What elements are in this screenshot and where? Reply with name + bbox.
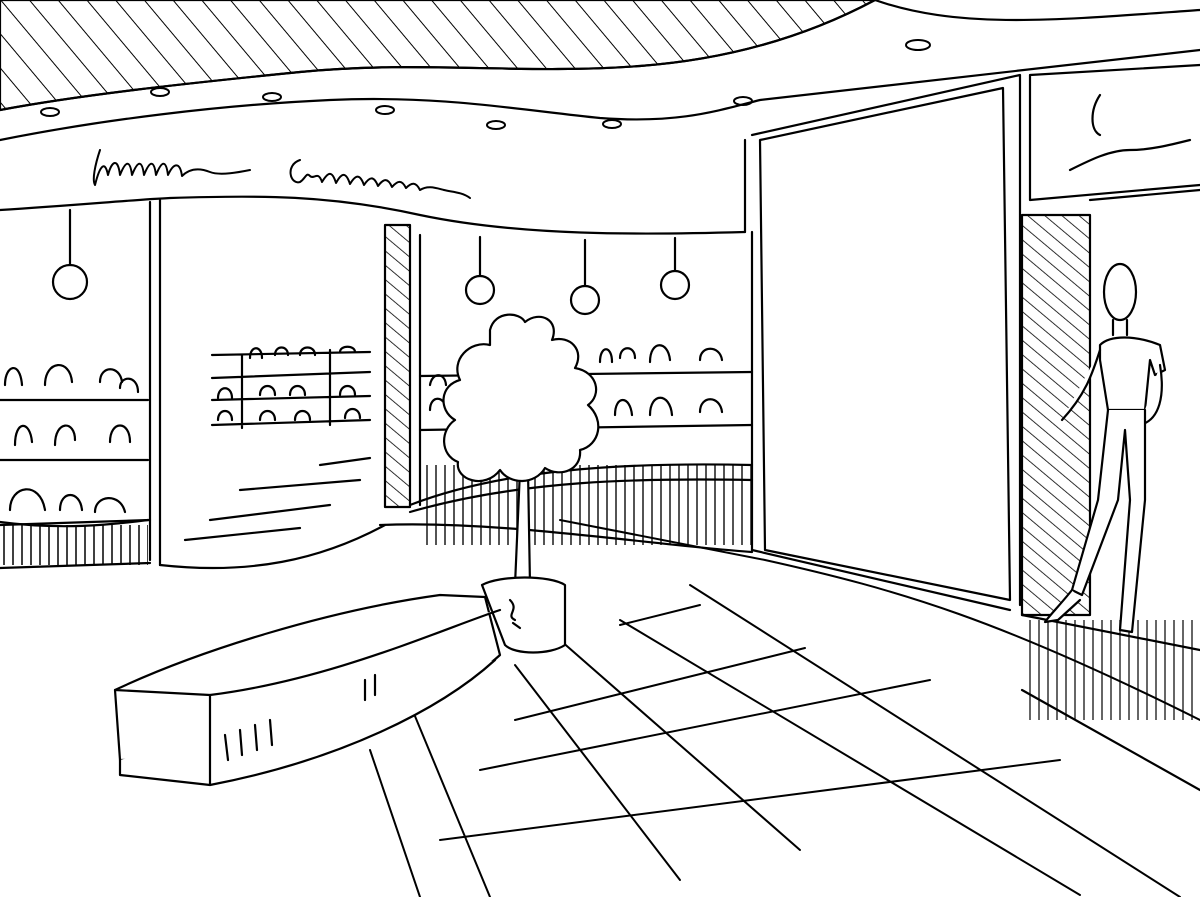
- sign-scribble-left: [94, 150, 470, 198]
- ceiling-light: [487, 121, 505, 129]
- fascia-top: [0, 0, 875, 110]
- display-panel-outer: [752, 75, 1020, 610]
- hatched-pillar: [385, 225, 410, 507]
- ceiling-right-line: [875, 0, 1200, 20]
- potted-tree: [444, 315, 599, 653]
- right-store: [1022, 65, 1200, 790]
- ceiling-light: [151, 88, 169, 96]
- ceiling-light: [734, 97, 752, 105]
- ceiling-lights: [41, 40, 930, 129]
- ceiling-light: [41, 108, 59, 116]
- ceiling-light: [376, 106, 394, 114]
- center-left-window: [160, 120, 385, 568]
- ceiling-light: [906, 40, 930, 50]
- fascia-bottom: [0, 50, 1200, 140]
- mannequin: [1045, 264, 1165, 632]
- sign-band-bottom: [0, 197, 745, 234]
- bench: [115, 595, 500, 785]
- ceiling-light: [263, 93, 281, 101]
- display-panel: [760, 88, 1010, 600]
- left-store: [0, 200, 160, 568]
- ceiling-light: [603, 120, 621, 128]
